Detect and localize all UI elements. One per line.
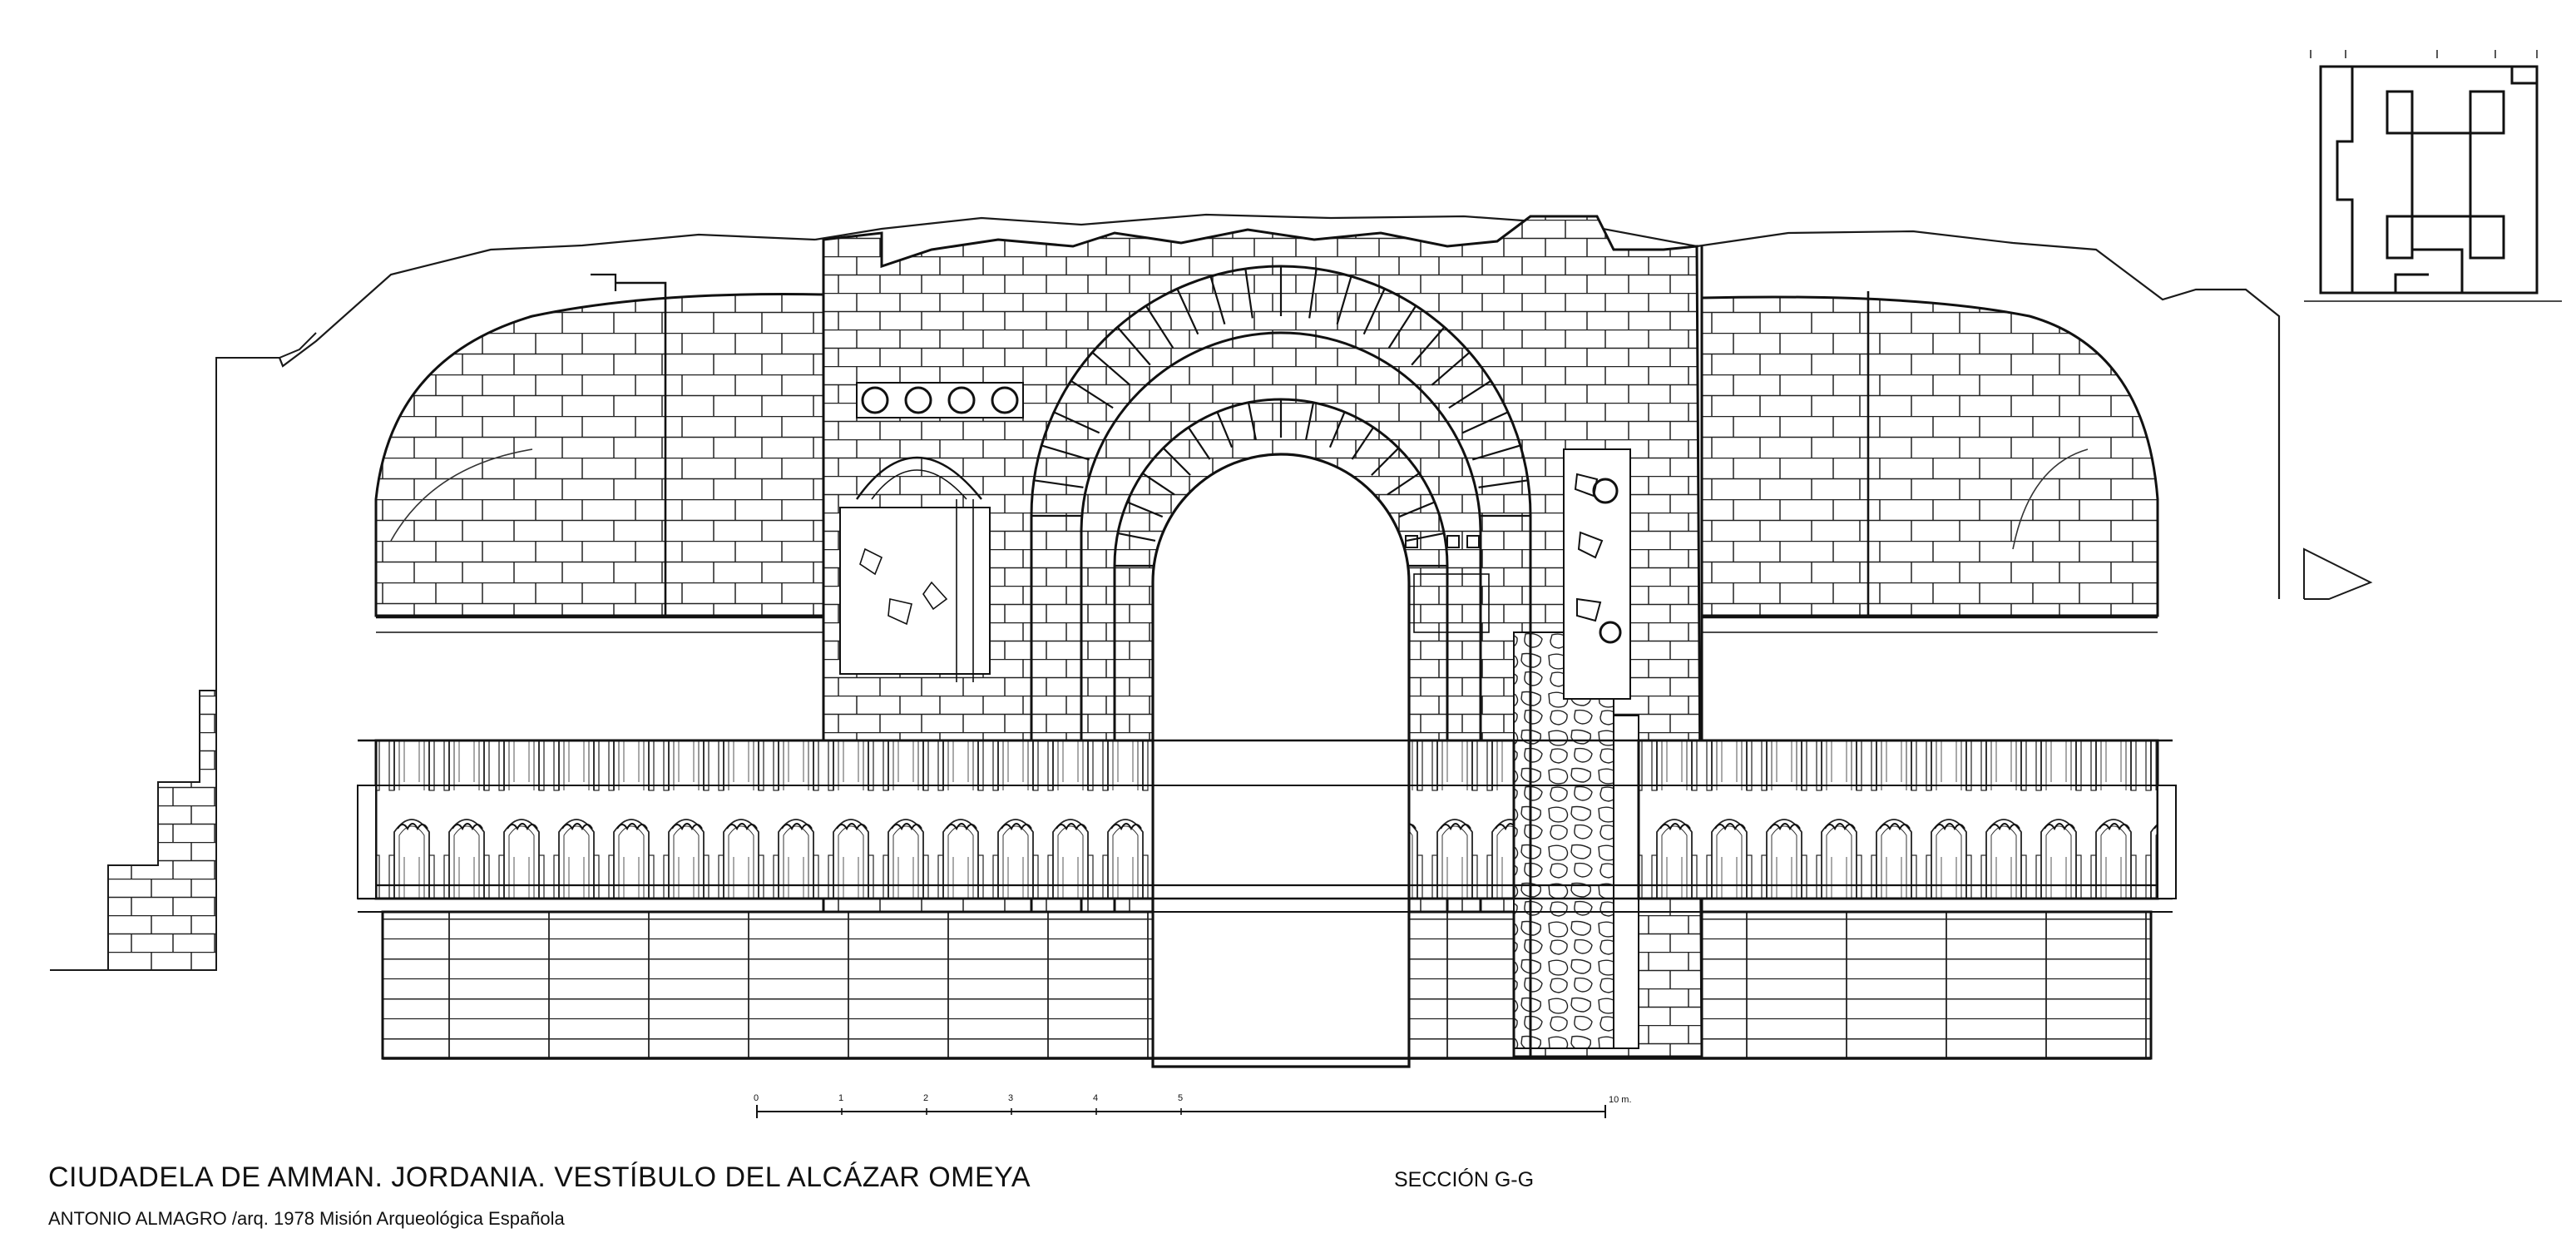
scale-bar-tick-label: 0 bbox=[754, 1093, 759, 1103]
section-label: SECCIÓN G-G bbox=[1394, 1168, 1535, 1191]
voussoir-joint bbox=[1471, 444, 1521, 461]
lower-dado bbox=[381, 910, 2153, 1060]
voussoir-joint bbox=[1387, 472, 1420, 496]
arch-voussoirs-outer bbox=[1031, 266, 1530, 518]
scale-bar bbox=[756, 1105, 1606, 1118]
scale-bar-tick-label: 3 bbox=[1008, 1093, 1014, 1103]
voussoir-joint bbox=[1142, 472, 1175, 496]
voussoir-joint bbox=[1308, 268, 1318, 319]
scale-bar-tick-label: 2 bbox=[923, 1093, 929, 1103]
voussoir-joint bbox=[1209, 275, 1226, 325]
voussoir-joint bbox=[1328, 411, 1346, 448]
voussoir-joint bbox=[1362, 288, 1386, 335]
doorway-opening bbox=[1113, 398, 1449, 1068]
voussoir-joint bbox=[1145, 305, 1174, 349]
voussoir-joint bbox=[1117, 532, 1156, 542]
voussoir-joint bbox=[1247, 402, 1258, 441]
voussoir-joint bbox=[1431, 351, 1471, 386]
voussoir-joint bbox=[1053, 411, 1100, 434]
voussoir-joint bbox=[1478, 479, 1529, 488]
voussoir-joint bbox=[1041, 444, 1090, 461]
scale-bar-tick-label: 4 bbox=[1093, 1093, 1099, 1103]
drawing-title: CIUDADELA DE AMMAN. JORDANIA. VESTÍBULO … bbox=[48, 1161, 1031, 1193]
voussoir-joint bbox=[1070, 379, 1114, 409]
scale-bar-tick-label: 1 bbox=[838, 1093, 844, 1103]
voussoir-joint bbox=[1116, 326, 1151, 366]
voussoir-joint bbox=[1406, 532, 1445, 542]
voussoir-joint bbox=[1091, 351, 1131, 386]
arch-voussoirs-inner bbox=[1115, 399, 1447, 567]
voussoir-joint bbox=[1351, 427, 1375, 460]
voussoir-joint bbox=[1387, 305, 1417, 349]
left-stepped-wall bbox=[107, 690, 217, 971]
voussoir-joint bbox=[1176, 288, 1199, 335]
voussoir-joint bbox=[1033, 479, 1084, 488]
voussoir-joint bbox=[1187, 427, 1211, 460]
voussoir-joint bbox=[1398, 501, 1436, 518]
left-dome bbox=[374, 273, 825, 633]
voussoir-joint bbox=[1448, 379, 1491, 409]
scale-bar-unit: 10 m. bbox=[1609, 1095, 1632, 1105]
voussoir-joint bbox=[1216, 411, 1234, 448]
carved-panels bbox=[839, 382, 1631, 700]
voussoir-joint bbox=[1304, 402, 1315, 441]
scale-bar-tick-label: 5 bbox=[1178, 1093, 1184, 1103]
voussoir-joint bbox=[1336, 275, 1352, 325]
voussoir-joint bbox=[1411, 326, 1446, 366]
right-dome bbox=[1700, 291, 2159, 633]
drawing-credit: ANTONIO ALMAGRO /arq. 1978 Misión Arqueo… bbox=[48, 1208, 565, 1229]
voussoir-joint bbox=[1244, 268, 1253, 319]
niche-frieze bbox=[357, 739, 2177, 913]
voussoir-joint bbox=[1126, 501, 1164, 518]
voussoir-joint bbox=[1371, 447, 1400, 476]
plan-inset bbox=[2304, 50, 2562, 302]
voussoir-joint bbox=[1162, 447, 1191, 476]
voussoir-joint bbox=[1461, 411, 1509, 434]
